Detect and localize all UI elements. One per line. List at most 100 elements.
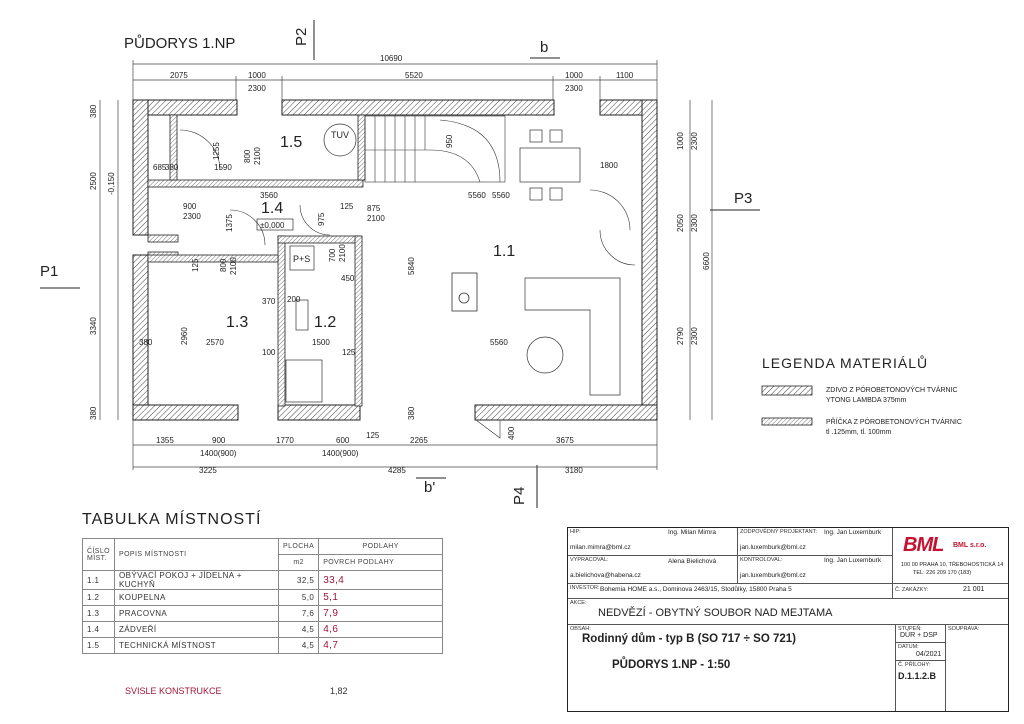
svg-text:370: 370 — [262, 297, 276, 306]
svg-text:1500: 1500 — [312, 338, 330, 347]
section-mark-b2: b' — [424, 479, 435, 496]
svg-text:5560: 5560 — [468, 191, 486, 200]
svg-text:5560: 5560 — [492, 191, 510, 200]
dim-bottom-4b: 1400(900) — [322, 449, 359, 458]
inner-dimensions: 685 380 1590 1255 800 2100 1800 950 1375… — [139, 134, 618, 440]
col-floor-header: PODLAHY — [318, 538, 444, 555]
section-mark-p4: P4 — [511, 487, 528, 505]
room-1-5: 1.5 — [280, 134, 302, 151]
dim-top-2: 1000 — [248, 71, 266, 80]
legend-item1-line2: YTONG LAMBDA 375mm — [826, 397, 907, 404]
dim-bottom-4: 600 — [336, 436, 350, 445]
date-cell: DATUM: 04/2021 — [896, 643, 946, 661]
dim-right-3b: 2300 — [690, 327, 699, 345]
staircase — [364, 115, 506, 183]
section-mark-p1: P1 — [40, 263, 58, 280]
bath-fixtures — [285, 245, 323, 403]
svg-text:400: 400 — [507, 426, 516, 440]
hip-cell: HIP: Ing. Milan Mimra milan.mimra@bml.cz — [568, 528, 738, 556]
set-cell: SOUPRAVA: — [948, 626, 980, 632]
title-block: HIP: Ing. Milan Mimra milan.mimra@bml.cz… — [567, 527, 1009, 712]
svg-text:5840: 5840 — [407, 257, 416, 275]
dim-left-4: 380 — [89, 406, 98, 420]
dim-bottom-2b: 1400(900) — [200, 449, 237, 458]
vertical-structures-value: 1,82 — [330, 686, 348, 696]
dim-right-total: 6600 — [702, 252, 711, 270]
company-phone: TEL: 226 209 170 (183) — [913, 570, 972, 576]
room-1-3: 1.3 — [226, 314, 248, 331]
svg-text:2100: 2100 — [367, 214, 385, 223]
svg-text:975: 975 — [317, 212, 326, 226]
dim-right-3: 2790 — [676, 327, 685, 345]
dim-bottom-6: 3675 — [556, 436, 574, 445]
inner-walls — [147, 114, 366, 407]
vertical-structures-label: SVISLE KONSTRUKCE — [125, 686, 222, 696]
legend-item2-line1: PŘÍČKA Z PÓROBETONOVÝCH TVÁRNIC — [826, 417, 962, 426]
plan-title: PŮDORYS 1.NP — [124, 34, 235, 52]
svg-text:1590: 1590 — [214, 163, 232, 172]
svg-text:800: 800 — [219, 258, 228, 272]
legend-swatch-partition — [761, 417, 813, 426]
legend-item2-line2: tl .125mm, tl. 100mm — [826, 429, 892, 436]
dim-left-2: 2500 — [89, 172, 98, 190]
svg-text:2100: 2100 — [229, 257, 238, 275]
dim-bottom-t2: 4285 — [388, 466, 406, 475]
sofa — [524, 277, 621, 396]
svg-text:125: 125 — [340, 202, 354, 211]
company-cell: BML BML s.r.o. 100 00 PRAHA 10, TŘEBOHOS… — [893, 528, 1008, 584]
dim-left-1: 380 — [89, 104, 98, 118]
dim-left-3: 3340 — [89, 317, 98, 335]
svg-text:1255: 1255 — [212, 142, 221, 160]
svg-text:800: 800 — [243, 149, 252, 163]
legend-title: LEGENDA MATERIÁLŮ — [762, 354, 928, 371]
dimension-lines-top — [132, 60, 658, 100]
svg-text:3560: 3560 — [260, 191, 278, 200]
legend-swatch-masonry — [761, 385, 813, 396]
prepared-cell: VYPRACOVAL: Alena Bielichová a.bielichov… — [568, 556, 738, 584]
svg-text:125: 125 — [366, 431, 380, 440]
investor-cell: INVESTOR: Bohemia HOME a.s., Dominova 24… — [568, 584, 893, 599]
tuv-label: TUV — [331, 130, 349, 140]
section-mark-p2: P2 — [293, 28, 310, 46]
dim-bottom-5: 2265 — [410, 436, 428, 445]
dim-top-1: 2075 — [170, 71, 188, 80]
dim-top-4: 1000 — [565, 71, 583, 80]
svg-text:2570: 2570 — [206, 338, 224, 347]
section-mark-p3: P3 — [734, 190, 752, 207]
svg-text:2100: 2100 — [253, 147, 262, 165]
room-1-1: 1.1 — [493, 243, 515, 260]
svg-text:125: 125 — [342, 348, 356, 357]
outer-walls — [132, 99, 658, 421]
dim-top-5: 1100 — [616, 71, 634, 80]
dimension-lines-right — [689, 100, 713, 420]
dim-right-1b: 2300 — [690, 132, 699, 150]
dimension-lines-left — [99, 100, 119, 420]
svg-text:450: 450 — [341, 274, 355, 283]
svg-text:200: 200 — [287, 295, 301, 304]
col-unit-header: m2 — [278, 554, 320, 571]
svg-text:380: 380 — [165, 163, 179, 172]
company-logo: BML — [903, 534, 944, 556]
svg-text:380: 380 — [407, 406, 416, 420]
col-desc-header: POPIS MÍSTNOSTI — [114, 538, 280, 571]
project-cell: AKCE: NEDVĚZÍ - OBYTNÝ SOUBOR NAD MEJTAM… — [568, 599, 1008, 625]
content-cell: OBSAH: Rodinný dům - typ B (SO 717 ÷ SO … — [568, 625, 896, 711]
legend-item1-line1: ZDIVO Z PÓROBETONOVÝCH TVÁRNIC — [826, 385, 958, 394]
svg-text:1800: 1800 — [600, 161, 618, 170]
svg-text:900: 900 — [183, 202, 197, 211]
dim-right-1: 1000 — [676, 132, 685, 150]
stage-cell: STUPEŇ: DÚR + DSP — [896, 625, 946, 643]
room-table-title: TABULKA MÍSTNOSTÍ — [82, 511, 262, 528]
level-mark: ±0,000 — [260, 221, 285, 230]
attachment-cell: Č. PŘÍLOHY: D.1.1.2.B — [896, 661, 946, 711]
svg-text:1375: 1375 — [225, 214, 234, 232]
dining-table — [519, 129, 581, 201]
company-name: BML s.r.o. — [953, 542, 987, 549]
boiler — [323, 123, 357, 157]
dim-top-2b: 2300 — [248, 84, 266, 93]
svg-text:125: 125 — [191, 258, 200, 272]
section-mark-b: b — [540, 39, 548, 56]
